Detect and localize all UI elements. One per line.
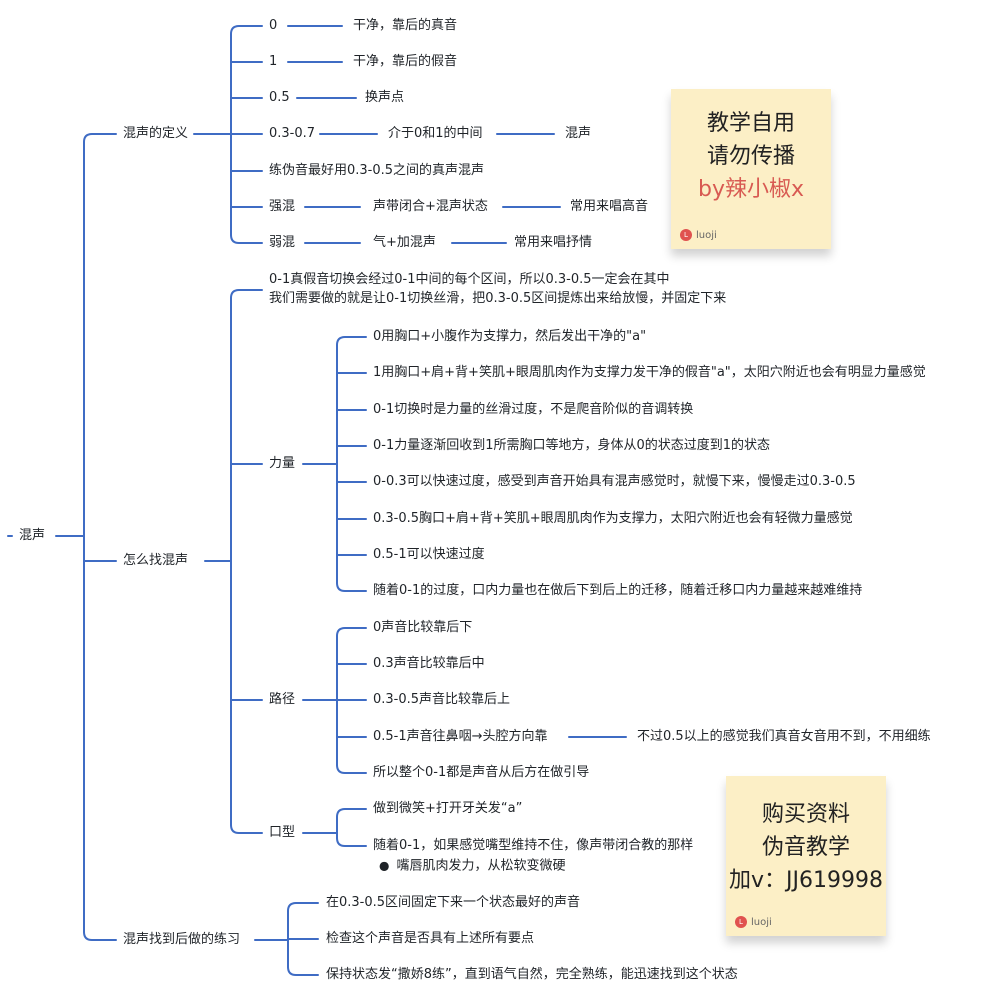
note-line: 加v：JJ619998 [729,868,883,893]
find-path: 路径 [269,692,296,707]
def-weak-use: 常用来唱抒情 [514,235,593,250]
root-node: 混声 [19,528,46,543]
bullet-dot-icon: ● [379,858,390,873]
practice-item: 检查这个声音是否具有上述所有要点 [326,931,535,946]
node-definition: 混声的定义 [123,126,189,141]
note-line: 购买资料 [761,802,850,827]
path-item: 0.5-1声音往鼻咽→头腔方向靠 [373,729,548,744]
def-1: 1 [269,54,278,69]
elbow [83,931,117,941]
power-item: 0-1力量逐渐回收到1所需胸口等地方，身体从0的状态过度到1的状态 [373,438,771,453]
path-item: 所以整个0-1都是声音从后方在做引导 [373,765,590,780]
note-line: 请勿传播 [706,144,795,169]
elbow [83,133,117,143]
node-how-to-find: 怎么找混声 [123,553,189,568]
note-line: 教学自用 [706,111,795,136]
brand-logo-icon: L [735,916,747,928]
def-05: 0.5 [269,90,290,105]
def-weak: 弱混 [269,235,296,250]
path-item: 0.3声音比较靠后中 [373,656,485,671]
power-item: 随着0-1的过度，口内力量也在做后下到后上的迁移，随着迁移口内力量越来越难维持 [373,583,863,598]
elbow [230,824,263,834]
note-author: by辣小椒x [697,177,804,202]
mouth-bullet-text: 嘴唇肌肉发力，从松软变微硬 [396,858,566,874]
def-strong: 强混 [269,199,296,214]
find-power: 力量 [269,456,296,471]
def-0: 0 [269,18,278,33]
find-intro-2: 我们需要做的就是让0-1切换丝滑，把0.3-0.5区间提炼出来给放慢，并固定下来 [269,291,727,306]
def-05-desc: 换声点 [365,90,405,105]
power-item: 1用胸口+肩+背+笑肌+眼周肌肉作为支撑力发干净的假音"a"，太阳穴附近也会有明… [373,365,926,380]
power-item: 0用胸口+小腹作为支撑力，然后发出干净的"a" [373,329,647,344]
def-strong-use: 常用来唱高音 [570,199,649,214]
def-strong-desc: 声带闭合+混声状态 [373,199,488,214]
path-item: 0.3-0.5声音比较靠后上 [373,692,511,707]
def-03-07: 0.3-0.7 [269,126,316,141]
def-1-desc: 干净，靠后的假音 [353,54,458,69]
mouth-item: 随着0-1，如果感觉嘴型维持不住，像声带闭合教的那样 [373,838,694,853]
elbow [287,902,319,912]
path-note: 不过0.5以上的感觉我们真音女音用不到，不用细练 [637,729,931,744]
elbow [230,289,263,299]
power-item: 0.5-1可以快速过度 [373,547,485,562]
path-item: 0声音比较靠后下 [373,620,473,635]
mouth-bullet-item: ● 嘴唇肌肉发力，从松软变微硬 [379,857,566,876]
power-item: 0.3-0.5胸口+肩+背+笑肌+眼周肌肉作为支撑力，太阳穴附近也会有轻微力量感… [373,511,853,526]
elbow [336,627,367,637]
brand-text: luoji [696,229,717,241]
elbow [287,966,319,976]
node-practice: 混声找到后做的练习 [123,932,241,947]
brand-text: luoji [751,916,772,928]
elbow [336,764,367,774]
mouth-item: 做到微笑+打开牙关发“a” [373,801,523,816]
elbow [336,808,367,818]
power-item: 0-1切换时是力量的丝滑过度，不是爬音阶似的音调转换 [373,402,694,417]
elbow [230,234,263,244]
def-03-07-result: 混声 [565,126,592,141]
find-mouth: 口型 [269,825,296,840]
find-intro-1: 0-1真假音切换会经过0-1中间的每个区间，所以0.3-0.5一定会在其中 [269,272,670,287]
def-03-07-desc: 介于0和1的中间 [388,126,483,141]
brand-logo-icon: L [680,229,692,241]
def-0-desc: 干净，靠后的真音 [353,18,458,33]
elbow [336,582,367,592]
elbow [336,837,367,847]
power-item: 0-0.3可以快速过度，感受到声音开始具有混声感觉时，就慢下来，慢慢走过0.3-… [373,474,856,489]
practice-item: 在0.3-0.5区间固定下来一个状态最好的声音 [326,895,581,910]
elbow [336,336,367,346]
elbow [230,25,263,35]
def-weak-desc: 气+加混声 [373,235,436,250]
practice-item: 保持状态发“撒娇8练”，直到语气自然，完全熟练，能迅速找到这个状态 [326,967,738,982]
note-line: 伪音教学 [761,835,850,860]
def-tip: 练伪音最好用0.3-0.5之间的真声混声 [269,163,485,178]
